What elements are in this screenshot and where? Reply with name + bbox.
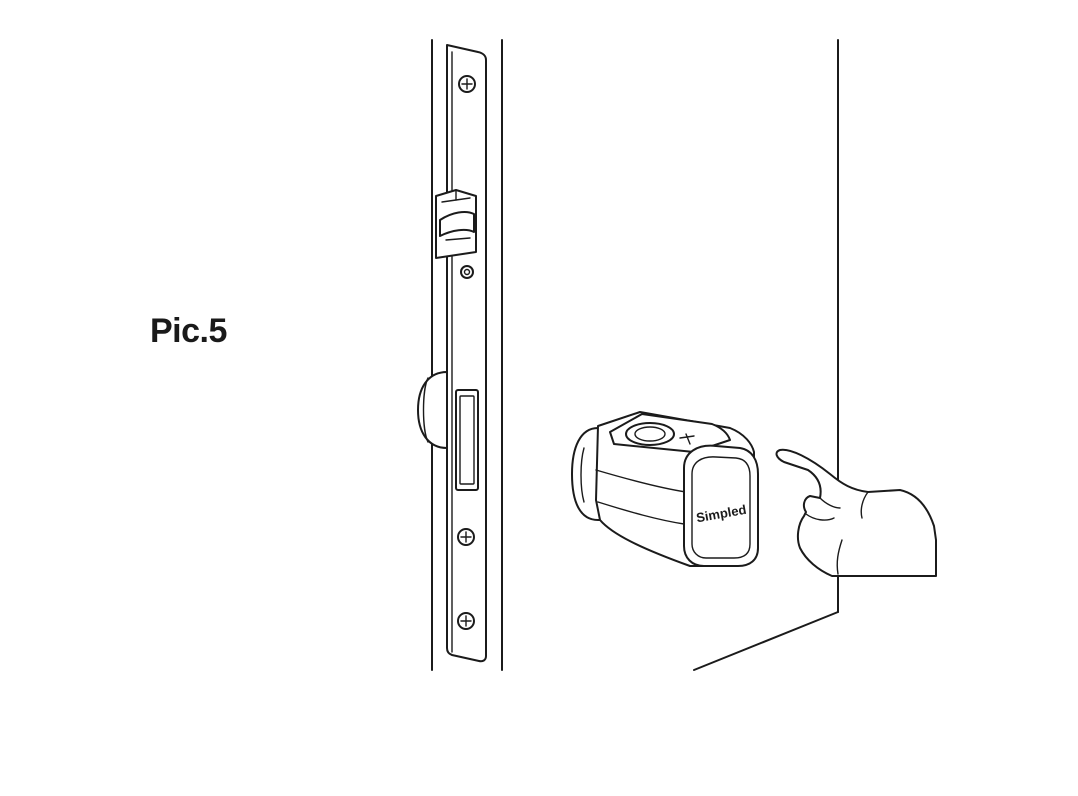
figure-caption: Pic.5	[150, 312, 227, 350]
lock-faceplate-icon	[446, 44, 487, 663]
screw-icon	[460, 265, 474, 279]
latch-bolt	[435, 189, 477, 259]
hand-icon	[775, 448, 937, 577]
deadbolt-slot	[455, 389, 479, 491]
door-outline	[431, 39, 839, 671]
smart-lock-cylinder-icon: Simpled	[571, 411, 759, 567]
screw-icon	[457, 528, 475, 546]
screw-icon	[457, 612, 475, 630]
screw-icon	[458, 75, 476, 93]
rear-knob	[417, 371, 448, 449]
